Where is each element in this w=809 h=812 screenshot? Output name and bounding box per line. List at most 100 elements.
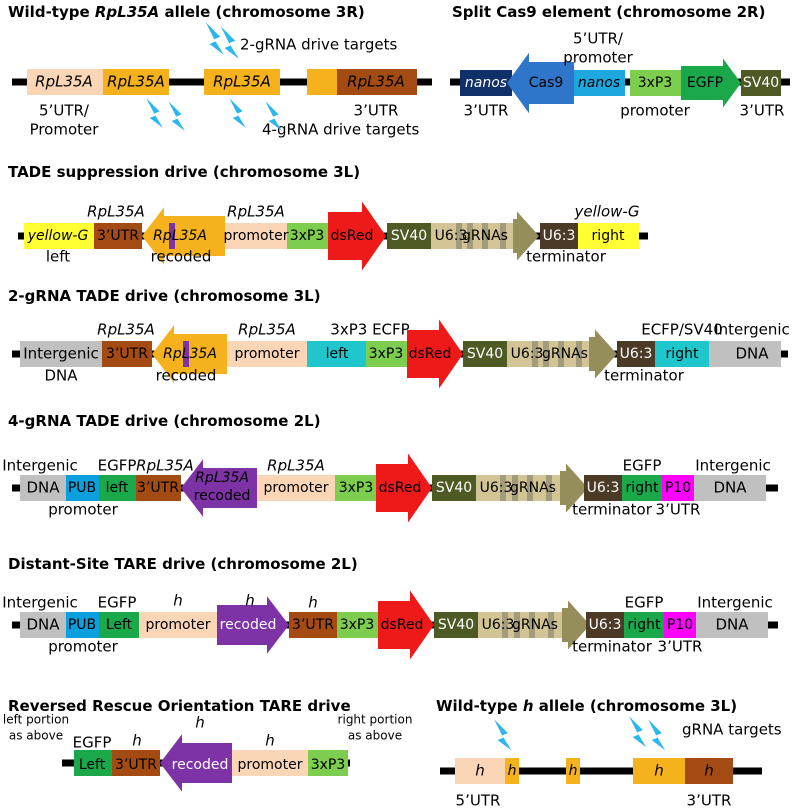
tade2-intergenic-right-block xyxy=(709,341,781,367)
wt-h-title: Wild-type h allele (chromosome 3L) xyxy=(436,697,737,715)
tade2-dna-right-label: DNA xyxy=(735,345,769,363)
wt-h-seg2-label: h xyxy=(508,763,517,779)
tade-supp-top-yellow-label: yellow-G xyxy=(574,203,640,221)
cas9-3xp3-block xyxy=(630,70,681,96)
tare-intergenic-left-block xyxy=(20,612,66,638)
tare-p10-block xyxy=(664,612,696,638)
tade4-sv40-label: SV40 xyxy=(436,480,472,496)
tare-top-egfp1-label: EGFP xyxy=(98,594,137,612)
wt-rpl35a-promoter-block xyxy=(27,69,103,95)
tade2-top-rpl1-label: RpL35A xyxy=(97,321,155,339)
tare-promoter-block xyxy=(139,612,217,638)
tade2-dsred-label: dsRed xyxy=(409,346,452,362)
cas9-3utr-right-label: 3’UTR xyxy=(740,102,785,120)
tade4-p10-label: P10 xyxy=(665,480,691,496)
wt-rpl35a-3utr-label: 3’UTR xyxy=(354,102,399,120)
tade4-3utr-label: 3’UTR xyxy=(137,480,179,496)
tade4-3utr-bottom-label: 3’UTR xyxy=(656,501,701,519)
wt-h-5utr-block xyxy=(455,758,505,784)
tade2-dna-left-label: DNA xyxy=(44,367,78,385)
tade-supp-sv40-label: SV40 xyxy=(391,228,427,244)
reversed-left-label: Left xyxy=(79,757,106,773)
reversed-3xp3-label: 3xP3 xyxy=(311,757,346,773)
reversed-egfp-left-block xyxy=(74,750,112,776)
tade-supp-recoded-label: recoded xyxy=(151,248,212,266)
tade-supp-u63a-label: U6:3 xyxy=(435,228,468,244)
tade-supp-promoter-label: promoter xyxy=(224,228,289,244)
reversed-left-as-above-label: as above xyxy=(9,729,63,743)
tade4-right-label: right xyxy=(626,480,659,496)
tade2-3xp3-block xyxy=(366,341,407,367)
reversed-left-portion-label: left portion xyxy=(3,713,69,727)
tade2-u63-terminator-block xyxy=(617,341,655,367)
wt-rpl35a-promoter-label: Promoter xyxy=(30,121,100,139)
tade4-grnas-label: gRNAs xyxy=(510,480,556,496)
bolt-4grna-3-icon xyxy=(229,98,246,128)
tade2-title-part-0: 2-gRNA TADE drive (chromosome 3L) xyxy=(8,287,321,305)
wt-h-seg4-label: h xyxy=(654,762,664,780)
reversed-right-as-above-label: as above xyxy=(348,729,402,743)
tare-3utr-block xyxy=(289,612,337,638)
wt-h-seg3-label: h xyxy=(569,763,578,779)
tare-egfp-left-block xyxy=(99,612,139,638)
bolt-h-3-icon xyxy=(648,719,666,751)
wt-rpl35a-title: Wild-type RpL35A allele (chromosome 3R) xyxy=(8,3,365,21)
tare-dna-left-label: DNA xyxy=(26,616,60,634)
tare-top-egfp2-label: EGFP xyxy=(625,594,664,612)
tade4-bottom-promoter-label: promoter xyxy=(48,501,118,519)
reversed-top-h2-label: h xyxy=(195,714,205,732)
wt-rpl35a-title-part-2: allele (chromosome 3R) xyxy=(159,3,365,21)
cas9-title: Split Cas9 element (chromosome 2R) xyxy=(452,3,765,21)
cas9-nanos-3utr-block xyxy=(460,70,512,96)
tade-supp-3utr-block xyxy=(94,223,142,249)
wt-h-3utr-block xyxy=(685,758,733,784)
reversed-top-h3-label: h xyxy=(265,732,275,750)
tare-right-label: right xyxy=(628,617,661,633)
tade4-title-part-0: 4-gRNA TADE drive (chromosome 2L) xyxy=(8,412,321,430)
tade2-grnas-label: gRNAs xyxy=(542,346,588,362)
tade2-grna-stripe-2 xyxy=(558,341,564,367)
tade4-recoded-arrow xyxy=(181,459,257,517)
bolt-4grna-2-icon xyxy=(168,101,185,131)
wt-h-chromosome xyxy=(440,767,762,775)
tade4-title: 4-gRNA TADE drive (chromosome 2L) xyxy=(8,412,321,430)
tade-supp-u63-terminator-block xyxy=(540,223,578,249)
cas9-title-part-0: Split Cas9 element (chromosome 2R) xyxy=(452,3,765,21)
tade-supp-3utr-label: 3’UTR xyxy=(97,228,139,244)
tade2-promoter-label: promoter xyxy=(235,346,300,362)
cas9-nanos1-label: nanos xyxy=(465,75,507,91)
tade-supp-top-rpl1-label: RpL35A xyxy=(87,203,145,221)
tade4-top-egfp1-label: EGFP xyxy=(98,457,137,475)
tade2-top-intergenic-label: Intergenic xyxy=(714,321,790,339)
reversed-recoded-label: recoded xyxy=(172,757,229,773)
tare-bottom-promoter-label: promoter xyxy=(48,638,118,656)
tade2-u63a-label: U6:3 xyxy=(511,346,544,362)
tare-left-label: Left xyxy=(106,617,133,633)
tade-supp-sv40-block xyxy=(387,223,431,249)
bolt-4grna-1-icon xyxy=(146,98,163,128)
tade4-u63-terminator-block xyxy=(584,475,622,501)
tade2-top-ecfp-label: 3xP3 ECFP xyxy=(330,321,409,339)
reversed-promoter-label: promoter xyxy=(238,757,303,773)
cas9-egfp-label: EGFP xyxy=(687,75,723,91)
tade4-promoter-block xyxy=(257,475,335,501)
tade-supp-rpl-label: RpL35A xyxy=(153,228,207,244)
wt-rpl35a-seg2-label: RpL35A xyxy=(107,73,165,91)
wt-h-seg1-label: h xyxy=(475,762,485,780)
tare-3utr-bottom-label: 3’UTR xyxy=(658,638,703,656)
tade4-top-intergenic1-label: Intergenic xyxy=(2,457,78,475)
tare-grna-stripe-2 xyxy=(529,612,535,638)
tade2-3xp3-label: 3xP3 xyxy=(369,346,404,362)
tare-u63b-label: U6:3 xyxy=(589,617,622,633)
wt-h-seg5-label: h xyxy=(704,762,714,780)
tare-sv40-block xyxy=(434,612,478,638)
tare-top-h2-label: h xyxy=(245,592,255,610)
tare-top-intergenic2-label: Intergenic xyxy=(697,594,773,612)
tade4-top-intergenic2-label: Intergenic xyxy=(695,457,771,475)
tade4-promoter-label: promoter xyxy=(264,480,329,496)
wt-h-grna-targets-label: gRNA targets xyxy=(682,721,782,739)
tade2-intergenic-left-block xyxy=(20,341,102,367)
cas9-cas9-label: Cas9 xyxy=(529,75,564,91)
tade4-u63a-label: U6:3 xyxy=(480,480,513,496)
